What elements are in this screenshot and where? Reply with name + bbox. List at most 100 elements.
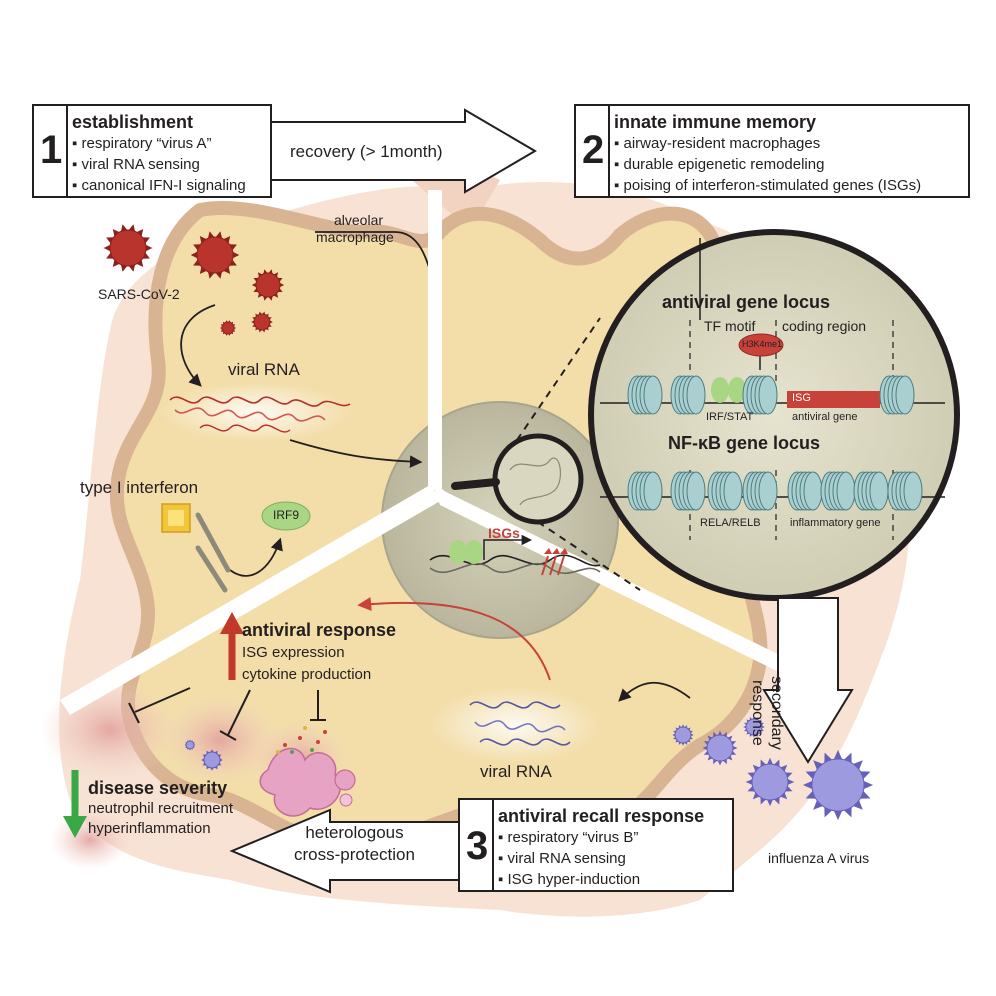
nucleosome xyxy=(707,471,743,511)
isgs-label: ISGs xyxy=(488,525,520,541)
disease-severity-list: neutrophil recruitment hyperinflammation xyxy=(88,799,233,839)
magnifier xyxy=(451,317,641,591)
recall-response-list: ▪ respiratory “virus B” ▪ viral RNA sens… xyxy=(498,827,640,890)
recovery-label: recovery (> 1month) xyxy=(290,142,443,161)
innate-memory-item: ▪ durable epigenetic remodeling xyxy=(614,156,825,173)
signaling-arrows xyxy=(180,304,691,702)
antiviral-gene-label: antiviral gene xyxy=(792,411,858,423)
influenza-virion xyxy=(184,739,196,751)
influenza-virion xyxy=(672,724,694,746)
inhibition-lines xyxy=(128,687,326,741)
nucleosome xyxy=(787,471,823,511)
disease-severity-title: disease severity xyxy=(88,778,228,798)
sars-cov-2-virion xyxy=(103,224,153,272)
nucleosome xyxy=(853,471,889,511)
influenza-virion xyxy=(201,749,223,771)
step-number-2: 2 xyxy=(582,128,605,172)
nucleosome xyxy=(742,375,778,415)
neutrophils xyxy=(259,726,356,817)
antiviral-response-title: antiviral response xyxy=(242,620,397,640)
influenza-virion xyxy=(745,757,795,807)
alveolar-macrophage-label: alveolar macrophage xyxy=(316,212,394,246)
isg-label: ISG xyxy=(792,392,811,404)
irf-stat-label: IRF/STAT xyxy=(706,411,754,423)
antiviral-response-list: ISG expression cytokine production xyxy=(242,642,371,686)
box-divider xyxy=(492,800,494,890)
nucleosome xyxy=(820,471,856,511)
antiviral-locus-title: antiviral gene locus xyxy=(662,292,831,312)
nucleosome xyxy=(742,471,778,511)
secondary-response-line: response xyxy=(749,680,766,746)
secondary-response-arrow xyxy=(762,597,854,764)
recovery-arrow xyxy=(267,108,537,194)
step-number-1: 1 xyxy=(40,128,63,172)
recall-response-item: ▪ respiratory “virus B” xyxy=(498,829,639,846)
influenza-virion xyxy=(702,730,738,766)
nfkb-locus-title: NF-κB gene locus xyxy=(668,433,821,453)
nucleosome xyxy=(627,375,663,415)
establishment-title: establishment xyxy=(72,112,194,132)
tf-motif-label: TF motif xyxy=(704,318,756,334)
secondary-response-line: secondary xyxy=(768,676,785,750)
innate-memory-item: ▪ airway-resident macrophages xyxy=(614,135,821,152)
section-dividers xyxy=(60,190,790,715)
recall-response-item: ▪ viral RNA sensing xyxy=(498,850,626,867)
recall-response-box: 3 antiviral recall response ▪ respirator… xyxy=(458,798,734,892)
zoom-inset xyxy=(588,229,960,601)
type-i-interferon xyxy=(161,503,191,533)
viral-rna-top xyxy=(160,382,351,442)
sars-cov-2-virion xyxy=(251,269,285,301)
irf9-label: IRF9 xyxy=(273,508,300,522)
nucleosome xyxy=(670,375,706,415)
innate-memory-item: ▪ poising of interferon-stimulated genes… xyxy=(614,177,922,194)
influenza-virions xyxy=(184,716,874,821)
establishment-item: ▪ respiratory “virus A” xyxy=(72,135,212,152)
influenza-virion xyxy=(802,749,874,821)
box-divider xyxy=(608,106,610,196)
inflammatory-gene-label: inflammatory gene xyxy=(790,517,881,529)
coding-region-label: coding region xyxy=(782,318,867,334)
alveolar-macrophage-line: macrophage xyxy=(316,229,394,245)
antiviral-response-item: ISG expression xyxy=(242,644,345,661)
nucleosome xyxy=(670,471,706,511)
innate-memory-title: innate immune memory xyxy=(614,112,817,132)
viral-rna-top-label: viral RNA xyxy=(228,360,300,379)
secondary-response-label: secondary response xyxy=(748,676,786,750)
type-i-interferon-label: type I interferon xyxy=(80,478,199,497)
recall-response-item: ▪ ISG hyper-induction xyxy=(498,871,641,888)
nuclear-chromatin-isg xyxy=(429,534,601,576)
establishment-box: 1 establishment ▪ respiratory “virus A” … xyxy=(32,104,272,198)
decrease-arrow xyxy=(63,770,87,838)
sars-cov-2-label: SARS-CoV-2 xyxy=(98,286,180,302)
influenza-virion xyxy=(743,716,765,738)
nucleosome xyxy=(887,471,923,511)
viral-rna-bottom xyxy=(430,687,600,763)
box-divider xyxy=(66,106,68,196)
h3k4me1-label: H3K4me1 xyxy=(742,339,783,349)
antiviral-response-item: cytokine production xyxy=(242,666,372,683)
cross-protection-line: heterologous xyxy=(305,823,404,842)
alveolar-macrophage-line: alveolar xyxy=(334,212,384,228)
recall-response-title: antiviral recall response xyxy=(498,806,705,826)
sars-cov-2-virion xyxy=(219,320,237,336)
irf9-protein xyxy=(261,501,311,531)
disease-severity-item: hyperinflammation xyxy=(88,820,211,837)
disease-severity-item: neutrophil recruitment xyxy=(88,800,234,817)
sars-cov-2-virion xyxy=(251,311,273,333)
cross-protection-label: heterologous cross-protection xyxy=(294,822,415,866)
nucleosome xyxy=(879,375,915,415)
innate-memory-list: ▪ airway-resident macrophages ▪ durable … xyxy=(614,133,921,196)
establishment-list: ▪ respiratory “virus A” ▪ viral RNA sens… xyxy=(72,133,246,196)
step-number-3: 3 xyxy=(466,824,489,868)
sars-cov-2-virion xyxy=(190,231,240,279)
cross-protection-arrow xyxy=(229,808,461,894)
increase-arrow xyxy=(220,612,244,680)
cross-protection-line: cross-protection xyxy=(294,845,415,864)
establishment-item: ▪ canonical IFN-I signaling xyxy=(72,177,246,194)
establishment-item: ▪ viral RNA sensing xyxy=(72,156,200,173)
sars-cov-2-virions xyxy=(103,224,285,336)
viral-rna-bottom-label: viral RNA xyxy=(480,762,552,781)
nucleosome xyxy=(627,471,663,511)
